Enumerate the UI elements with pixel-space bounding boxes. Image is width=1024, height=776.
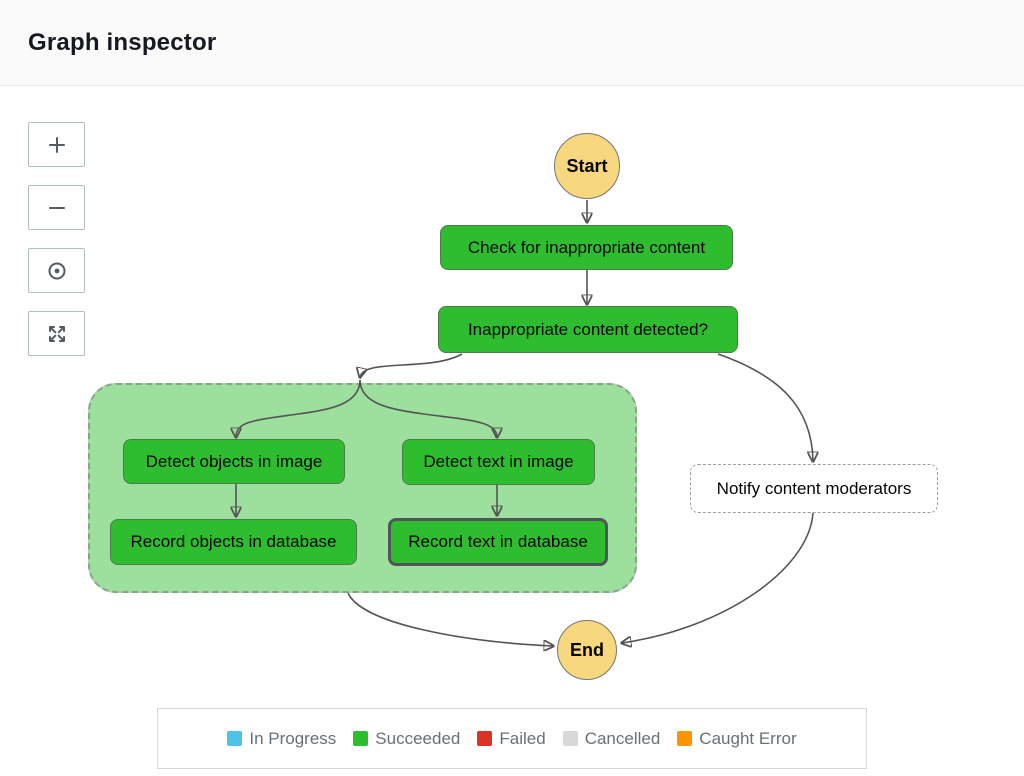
in-progress-swatch bbox=[227, 731, 243, 746]
graph-canvas: Start Check for inappropriate content In… bbox=[0, 87, 1024, 776]
legend-item-succeeded: Succeeded bbox=[353, 729, 460, 749]
header: Graph inspector bbox=[0, 0, 1024, 86]
status-legend: In Progress Succeeded Failed Cancelled C… bbox=[157, 708, 867, 769]
zoom-out-button[interactable] bbox=[28, 185, 85, 230]
legend-label: Succeeded bbox=[375, 728, 461, 748]
node-start[interactable]: Start bbox=[554, 133, 620, 199]
legend-item-caught-error: Caught Error bbox=[677, 728, 797, 749]
node-check-content[interactable]: Check for inappropriate content bbox=[440, 225, 733, 270]
node-content-detected[interactable]: Inappropriate content detected? bbox=[438, 306, 738, 353]
expand-arrows-icon bbox=[48, 325, 65, 342]
node-notify-moderators[interactable]: Notify content moderators bbox=[690, 464, 938, 513]
target-dot-icon bbox=[48, 262, 65, 279]
cancelled-swatch bbox=[562, 731, 578, 746]
zoom-in-button[interactable] bbox=[28, 122, 85, 167]
legend-label: Failed bbox=[499, 728, 546, 748]
page-title: Graph inspector bbox=[28, 28, 217, 56]
legend-label: Caught Error bbox=[699, 728, 797, 748]
edge-parallel-end bbox=[347, 592, 553, 646]
center-view-button[interactable] bbox=[28, 248, 85, 293]
edge-detected-parallel bbox=[360, 353, 463, 377]
edge-detected-notify bbox=[717, 353, 813, 461]
caught-error-swatch bbox=[677, 731, 693, 746]
node-end[interactable]: End bbox=[557, 620, 617, 680]
node-record-objects[interactable]: Record objects in database bbox=[110, 519, 357, 565]
legend-item-failed: Failed bbox=[477, 728, 546, 749]
legend-label: In Progress bbox=[249, 728, 337, 748]
fit-view-button[interactable] bbox=[28, 311, 85, 356]
legend-item-cancelled: Cancelled bbox=[562, 728, 661, 749]
node-record-text[interactable]: Record text in database bbox=[388, 518, 608, 566]
legend-item-in-progress: In Progress bbox=[227, 729, 336, 749]
minus-icon bbox=[48, 206, 65, 209]
plus-icon bbox=[48, 136, 65, 153]
node-detect-objects[interactable]: Detect objects in image bbox=[123, 439, 345, 484]
failed-swatch bbox=[477, 731, 493, 746]
node-detect-text[interactable]: Detect text in image bbox=[402, 439, 595, 485]
succeeded-swatch bbox=[353, 731, 369, 746]
legend-label: Cancelled bbox=[584, 728, 661, 748]
edge-notify-end bbox=[622, 512, 814, 643]
